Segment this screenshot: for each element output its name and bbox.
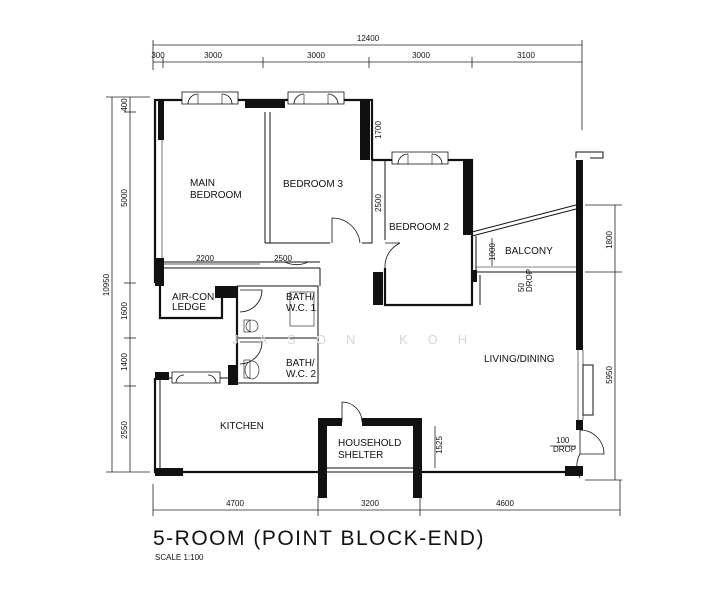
- room-kitchen: KITCHEN: [220, 421, 264, 432]
- dim-top-2: 3000: [307, 51, 325, 60]
- door-main-entrance: [579, 429, 605, 455]
- plan-scale: SCALE 1:100: [155, 553, 204, 562]
- dim-left-1: 5000: [120, 189, 129, 207]
- window-kitchen: [171, 371, 221, 384]
- room-living-dining: LIVING/DINING: [484, 354, 555, 365]
- dim-top-1: 3000: [204, 51, 222, 60]
- room-balcony: BALCONY: [505, 246, 553, 257]
- plan-title: 5-ROOM (POINT BLOCK-END): [153, 527, 485, 550]
- door-bath1: [239, 289, 263, 313]
- dim-bottom-1: 3200: [361, 499, 379, 508]
- dim-bed2-low: 1800: [374, 279, 383, 297]
- door-bedroom2: [384, 242, 401, 269]
- room-aircon-line2: LEDGE: [172, 302, 206, 313]
- door-bedroom-corridor: [284, 261, 309, 266]
- watermark: JASON KOH: [232, 332, 487, 347]
- doors: [239, 217, 605, 479]
- room-bath2-line1: BATH/: [286, 358, 315, 369]
- drop-balcony: 50 DROP: [517, 269, 534, 292]
- dim-top-3: 3000: [412, 51, 430, 60]
- dim-bottom-0: 4700: [226, 499, 244, 508]
- dim-right-0: 1800: [605, 231, 614, 249]
- dim-bed3-height: 1700: [374, 121, 383, 139]
- room-main-bedroom: MAIN BEDROOM: [190, 178, 242, 201]
- room-household-shelter: HOUSEHOLD SHELTER: [338, 438, 404, 461]
- dim-bottom-2: 4600: [496, 499, 514, 508]
- drop-entrance: 100 DROP: [553, 436, 576, 454]
- left-dimension-line: 10950 400 5000 1600 1400 2550: [102, 96, 150, 473]
- room-aircon-line1: AIR-CON: [172, 292, 214, 303]
- dim-left-total: 10950: [102, 273, 111, 296]
- door-shelter: [341, 401, 363, 423]
- dim-left-0: 400: [120, 98, 129, 112]
- drop-balcony-line1: 50: [517, 283, 526, 292]
- bottom-dimension-line: 4700 3200 4600: [152, 480, 621, 516]
- drop-entrance-line2: DROP: [553, 445, 576, 454]
- dim-left-3: 1400: [120, 353, 129, 371]
- windows: [171, 91, 449, 384]
- room-bedroom2: BEDROOM 2: [389, 222, 449, 233]
- drop-balcony-line2: DROP: [525, 269, 534, 292]
- window-bedroom2: [391, 151, 449, 165]
- room-bedroom3: BEDROOM 3: [283, 179, 343, 190]
- dim-balcony-depth: 1000: [488, 243, 497, 261]
- room-bath1-line2: W.C. 1: [286, 303, 316, 314]
- door-bedroom3: [331, 217, 361, 244]
- room-shelter-line1: HOUSEHOLD: [338, 438, 401, 449]
- dim-right-1: 5950: [605, 366, 614, 384]
- dim-top-4: 3100: [517, 51, 535, 60]
- bath-fixtures: [243, 291, 315, 380]
- dim-shelter: 1525: [435, 436, 444, 454]
- room-shelter-line2: SHELTER: [338, 450, 383, 461]
- dim-left-2: 1600: [120, 302, 129, 320]
- walls: [153, 98, 604, 498]
- room-labels: MAIN BEDROOM BEDROOM 3 BEDROOM 2 BALCONY…: [172, 178, 555, 461]
- room-main-bedroom-line1: MAIN: [190, 178, 215, 189]
- room-bath1: BATH/ W.C. 1: [286, 292, 318, 314]
- room-main-bedroom-line2: BEDROOM: [190, 190, 242, 201]
- dim-top-total: 12400: [357, 34, 380, 43]
- dim-top-0: 300: [151, 51, 165, 60]
- drop-entrance-line1: 100: [556, 436, 570, 445]
- room-aircon-ledge: AIR-CON LEDGE: [172, 292, 217, 313]
- room-bath1-line1: BATH/: [286, 292, 315, 303]
- top-dimension-line: 12400 300 3000 3000 3000 3100: [151, 34, 583, 130]
- dim-mb-width: 2200: [196, 254, 214, 263]
- inner-dimensions: 2200 2500 1700 2500 1800 1000 1525: [163, 121, 497, 468]
- dim-left-4: 2550: [120, 421, 129, 439]
- window-bedroom3: [287, 91, 345, 105]
- room-bath2: BATH/ W.C. 2: [286, 358, 318, 380]
- drop-markers: 50 DROP 100 DROP: [517, 269, 576, 454]
- dim-bed3-width: 2500: [274, 254, 292, 263]
- dim-bed2-height: 2500: [374, 194, 383, 212]
- door-main-entrance-leaf: [576, 453, 581, 479]
- window-main-bedroom: [181, 91, 239, 105]
- room-bath2-line2: W.C. 2: [286, 369, 316, 380]
- right-dimension-line: 1800 5950: [585, 204, 622, 481]
